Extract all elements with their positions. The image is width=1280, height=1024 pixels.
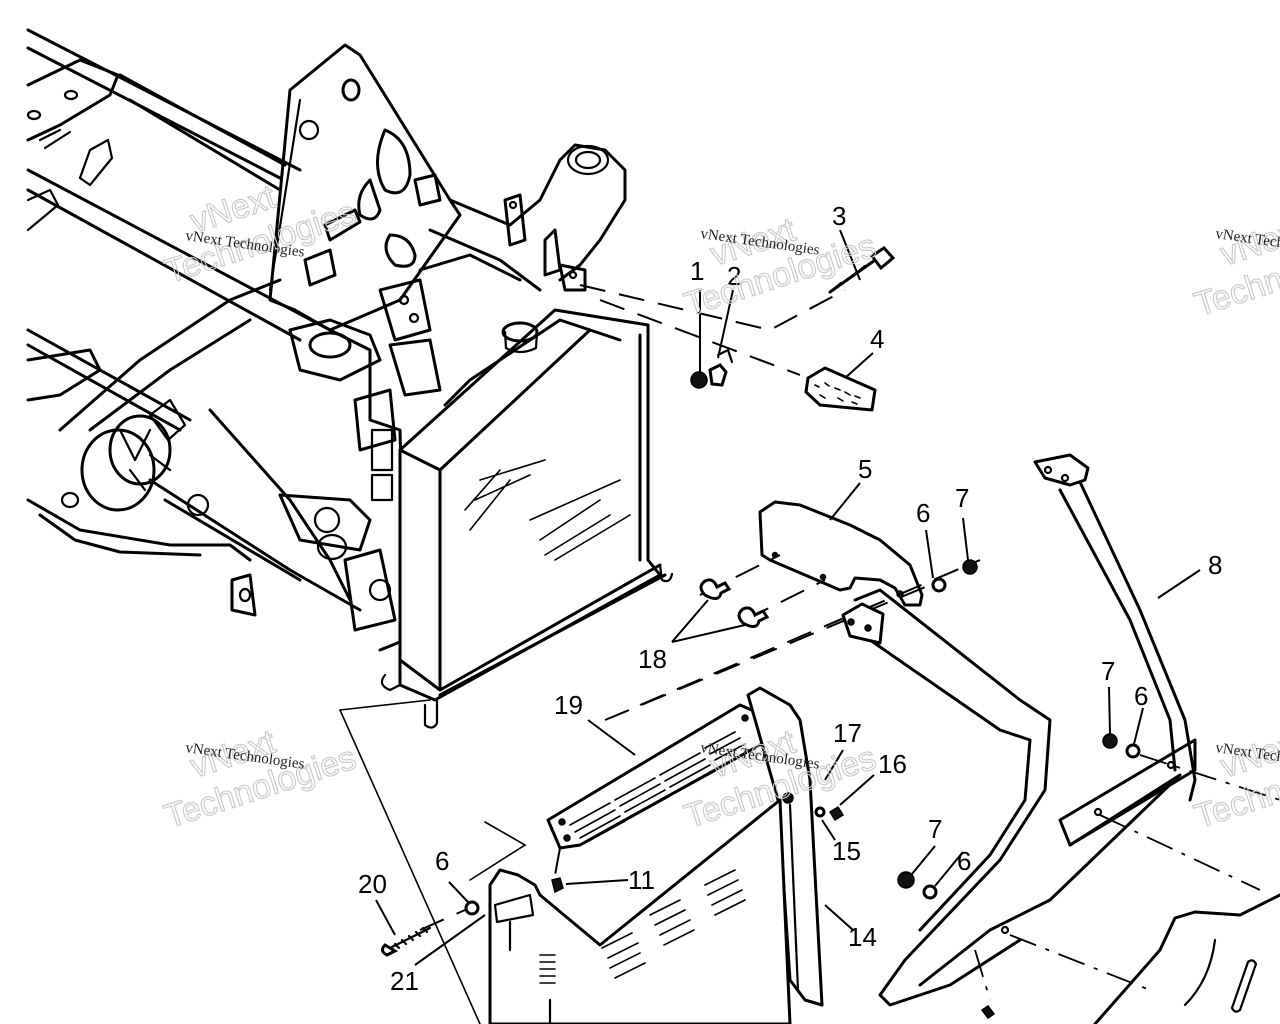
lower-cover xyxy=(339,699,792,1024)
bolt-3 xyxy=(869,246,896,271)
callout-5: 5 xyxy=(858,454,872,484)
bumper-8 xyxy=(841,453,1280,1020)
callout-6-left: 6 xyxy=(435,846,449,876)
callout-8: 8 xyxy=(1208,550,1222,580)
callout-6-top: 6 xyxy=(916,498,930,528)
clip-2 xyxy=(708,363,728,387)
hardware-top xyxy=(579,246,896,412)
callout-17: 17 xyxy=(833,718,862,748)
shield-5 xyxy=(604,500,981,721)
screw-20 xyxy=(380,943,399,957)
front-cover xyxy=(1093,893,1280,1024)
nut-7-lower xyxy=(897,871,915,889)
side-panel-14 xyxy=(746,686,845,1007)
washer-6-top xyxy=(931,577,947,593)
grommet-4 xyxy=(804,366,877,412)
callout-11: 11 xyxy=(628,865,655,895)
washer-6-right xyxy=(1125,743,1141,759)
callouts: 1 2 3 4 5 6 7 18 8 19 17 16 15 7 6 6 20 … xyxy=(358,201,1222,996)
callout-15: 15 xyxy=(832,836,861,866)
washer-6-lower xyxy=(922,884,938,900)
main-frame xyxy=(26,28,627,652)
callout-6-right: 6 xyxy=(1134,681,1148,711)
callout-16: 16 xyxy=(878,749,907,779)
callout-14: 14 xyxy=(848,922,877,952)
nut-7-right xyxy=(1102,733,1118,749)
callout-19: 19 xyxy=(554,690,583,720)
callout-4: 4 xyxy=(870,324,884,354)
callout-6-lower: 6 xyxy=(957,846,971,876)
callout-18: 18 xyxy=(638,644,667,674)
radiator xyxy=(380,308,674,729)
callout-21: 21 xyxy=(390,966,419,996)
push-rivet-18b xyxy=(737,606,770,628)
callout-7-top: 7 xyxy=(955,483,969,513)
washer-6-left xyxy=(464,900,480,916)
callout-2: 2 xyxy=(727,261,741,291)
leader-lines xyxy=(375,229,1201,966)
callout-1: 1 xyxy=(690,256,704,286)
screw-16 xyxy=(828,805,845,822)
washer-15 xyxy=(814,806,826,818)
callout-3: 3 xyxy=(832,201,846,231)
watermark: vNext Technologies xyxy=(1189,210,1280,325)
push-rivet-18a xyxy=(699,578,732,600)
nut-7-top xyxy=(962,559,978,575)
callout-7-right: 7 xyxy=(1101,656,1115,686)
callout-20: 20 xyxy=(358,869,387,899)
nut-1 xyxy=(690,371,708,389)
watermark: vNext Technologies xyxy=(159,722,361,837)
screw-11 xyxy=(551,877,564,894)
callout-7-lower: 7 xyxy=(928,814,942,844)
